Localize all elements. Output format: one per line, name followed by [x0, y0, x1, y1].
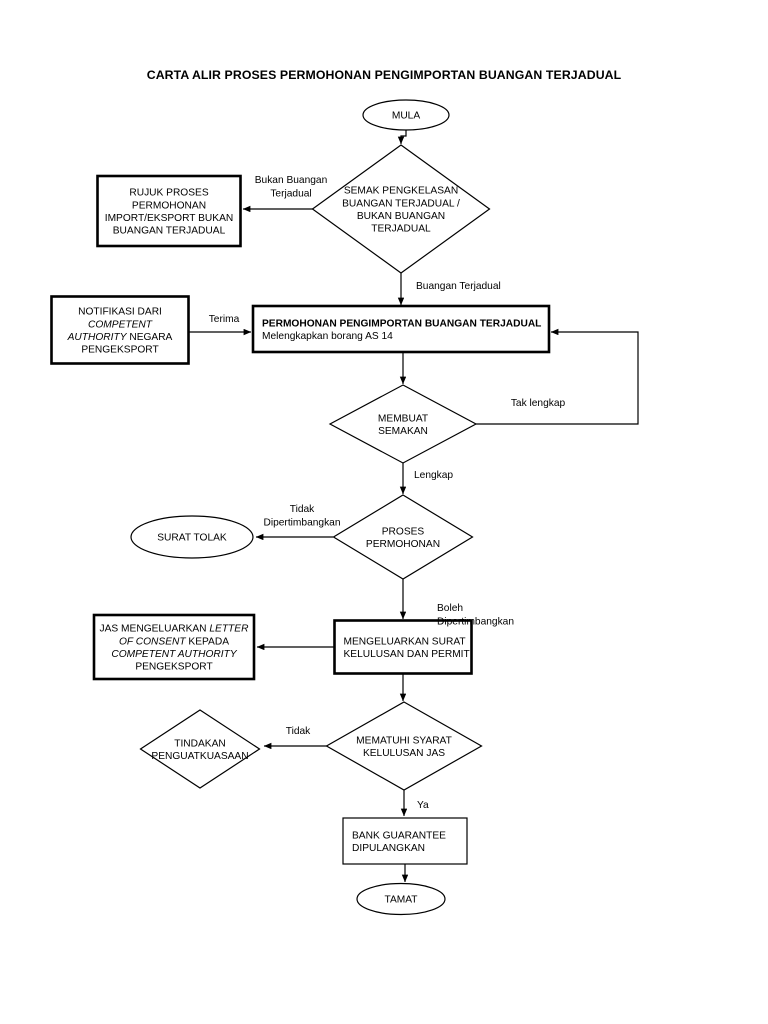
edge-label-e-notifikasi-permohonan: Terima: [209, 314, 240, 325]
node-membuat-semakan[interactable]: MEMBUAT SEMAKAN: [328, 384, 478, 464]
node-label: MEMBUAT: [378, 413, 428, 424]
node-label: KELULUSAN DAN PERMIT: [344, 649, 470, 660]
shape-diamond: [325, 701, 483, 791]
node-label: PERMOHONAN: [132, 200, 206, 211]
node-bank-guarantee[interactable]: BANK GUARANTEE DIPULANGKAN: [342, 817, 468, 865]
node-label: SURAT TOLAK: [157, 533, 227, 544]
shape-rect: [50, 295, 190, 365]
node-tindakan-penguatkuasaan[interactable]: TINDAKAN PENGUATKUASAAN: [139, 709, 261, 789]
edge-label-text: Dipertimbangkan: [437, 617, 514, 628]
edge-label-text: Buangan Terjadual: [416, 281, 501, 292]
node-label: RUJUK PROSES: [129, 188, 208, 199]
edge-label-e-semakan-proses: Lengkap: [414, 470, 453, 481]
node-label: AUTHORITY NEGARA: [67, 332, 173, 343]
node-label: TINDAKAN: [174, 738, 226, 749]
edge-label-text: Lengkap: [414, 470, 453, 481]
edge-label-text: Boleh: [437, 603, 463, 614]
node-mengeluarkan-surat[interactable]: MENGELUARKAN SURAT KELULUSAN DAN PERMIT: [333, 619, 473, 675]
shape-oval: [130, 515, 254, 559]
node-label: COMPETENT: [88, 319, 153, 330]
node-label: PERMOHONAN: [366, 539, 440, 550]
edge-label-e-semak-permohonan: Buangan Terjadual: [416, 281, 501, 292]
shape-rect: [333, 619, 473, 675]
edge-label-text: Tidak: [286, 726, 311, 737]
node-surat-tolak[interactable]: SURAT TOLAK: [130, 515, 254, 559]
edge-label-text: Terima: [209, 314, 240, 325]
node-label: MULA: [392, 111, 421, 122]
shape-rect: [96, 174, 242, 248]
node-label: PENGEKSPORT: [135, 662, 212, 673]
edge-label-text: Tak lengkap: [511, 398, 566, 409]
node-label: SEMAK PENGKELASAN: [344, 186, 458, 197]
node-label: BANK GUARANTEE: [352, 830, 446, 841]
node-label: BUANGAN TERJADUAL /: [342, 198, 460, 209]
node-label: OF CONSENT KEPADA: [119, 636, 229, 647]
node-label: Melengkapkan borang AS 14: [262, 331, 393, 342]
node-label: MENGELUARKAN SURAT: [344, 636, 466, 647]
edge-label-text: Terjadual: [270, 189, 311, 200]
edge-label-e-mematuhi-tindakan: Tidak: [286, 726, 311, 737]
node-label: SEMAKAN: [378, 426, 428, 437]
edge-label-e-semakan-loop: Tak lengkap: [511, 398, 566, 409]
connector-layer: [189, 130, 639, 883]
connector-semakan-loop-tak-lengkap: [476, 328, 639, 425]
node-label: NOTIFIKASI DARI: [78, 307, 162, 318]
node-label: PROSES: [382, 526, 425, 537]
shape-oval: [356, 882, 446, 916]
node-label: COMPETENT AUTHORITY: [111, 649, 237, 660]
node-label: BUKAN BUANGAN: [357, 211, 445, 222]
node-permohonan-pengimportan[interactable]: PERMOHONAN PENGIMPORTAN BUANGAN TERJADUA…: [251, 304, 551, 354]
node-mematuhi-syarat[interactable]: MEMATUHI SYARAT KELULUSAN JAS: [325, 701, 483, 791]
edge-label-e-mematuhi-bank: Ya: [417, 800, 429, 811]
node-label: PENGEKSPORT: [81, 345, 158, 356]
shape-oval: [362, 99, 450, 131]
node-label: DIPULANGKAN: [352, 843, 425, 854]
shape-diamond: [332, 494, 474, 580]
shape-diamond: [328, 384, 478, 464]
node-label: PERMOHONAN PENGIMPORTAN BUANGAN TERJADUA…: [262, 318, 541, 329]
edge-label-text: Bukan Buangan: [255, 175, 328, 186]
node-label: TAMAT: [384, 895, 417, 906]
shape-rect: [251, 304, 551, 354]
shape-rect: [342, 817, 468, 865]
node-tamat[interactable]: TAMAT: [356, 882, 446, 916]
edge-label-text: Dipertimbangkan: [263, 518, 340, 529]
edge-label-text: Tidak: [290, 504, 315, 515]
connector-mula-to-semak: [397, 130, 407, 145]
node-label: IMPORT/EKSPORT BUKAN: [105, 213, 234, 224]
page-title: CARTA ALIR PROSES PERMOHONAN PENGIMPORTA…: [146, 68, 622, 82]
node-label: TERJADUAL: [371, 224, 431, 235]
edge-label-text: Ya: [417, 800, 429, 811]
shape-rect: [92, 613, 256, 681]
node-label: KELULUSAN JAS: [363, 748, 445, 759]
shape-diamond: [311, 144, 491, 274]
node-label: PENGUATKUASAAN: [151, 751, 248, 762]
shape-diamond: [139, 709, 261, 789]
node-proses-permohonan[interactable]: PROSES PERMOHONAN: [332, 494, 474, 580]
node-label: BUANGAN TERJADUAL: [113, 226, 226, 237]
node-label: JAS MENGELUARKAN LETTER: [100, 624, 250, 635]
node-mula[interactable]: MULA: [362, 99, 450, 131]
node-label: MEMATUHI SYARAT: [356, 735, 452, 746]
